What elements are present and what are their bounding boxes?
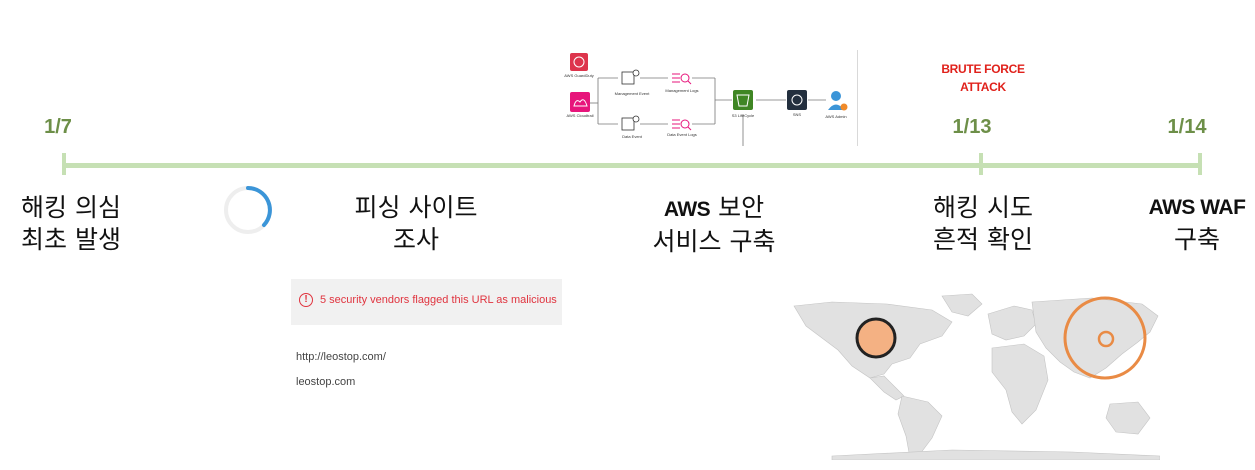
- europe-region: [987, 305, 1037, 341]
- scanned-domain: leostop.com: [296, 376, 356, 388]
- event-line: 서비스 구축: [652, 227, 776, 256]
- date-label: 1/14: [1167, 116, 1207, 138]
- virustotal-alert-box: [291, 279, 562, 325]
- admin-user-icon: [828, 91, 848, 111]
- node-label: Data Event Logs: [667, 132, 697, 137]
- event-line: 구축: [1173, 225, 1221, 254]
- exclamation-icon: !: [299, 293, 313, 307]
- node-label: Data Event: [622, 134, 643, 139]
- us-origin-marker: [855, 317, 897, 359]
- antarctica-region: [831, 449, 1160, 460]
- node-label: Management Event: [615, 91, 651, 96]
- node-label: AWS Admin: [825, 114, 846, 119]
- china-attack-marker: [1097, 330, 1115, 348]
- event-line: 최초 발생: [21, 225, 121, 254]
- timeline-tick-1-7: [62, 153, 66, 175]
- event-aws-security: AWS 보안 서비스 구축: [653, 192, 776, 258]
- date-label: 1/13: [952, 116, 992, 138]
- annotation-line: ATTACK: [960, 80, 1006, 94]
- central-america-region: [869, 375, 905, 401]
- timeline-line: [63, 163, 1201, 168]
- event-line: AWS WAF: [1148, 196, 1246, 219]
- annotation-line: BRUTE FORCE: [941, 62, 1025, 76]
- management-logs-icon: [672, 73, 692, 85]
- event-hacking-attempt: 해킹 시도 흔적 확인: [933, 192, 1033, 256]
- management-event-icon: [621, 69, 640, 85]
- event-aws-waf: AWS WAF 구축: [1149, 192, 1246, 256]
- timeline-tick-1-13: [979, 153, 983, 175]
- event-aws-word: AWS: [663, 198, 711, 221]
- node-label: AWS GuardDuty: [564, 73, 593, 78]
- scanned-url: http://leostop.com/: [296, 351, 386, 363]
- data-event-logs-icon: [672, 119, 692, 131]
- event-line: 해킹 시도: [933, 193, 1033, 222]
- australia-region: [1105, 401, 1151, 435]
- greenland-region: [941, 293, 983, 317]
- guardduty-icon: [570, 53, 588, 71]
- event-hacking-suspected: 해킹 의심 최초 발생: [21, 192, 121, 256]
- loading-spinner-icon: [224, 186, 272, 234]
- event-line: 조사: [392, 225, 440, 254]
- brute-force-annotation: BRUTE FORCE ATTACK: [941, 60, 1025, 96]
- timeline-tick-1-14: [1198, 153, 1202, 175]
- node-label: SNS: [793, 112, 802, 117]
- data-event-icon: [621, 115, 640, 131]
- event-line: 보안: [710, 193, 765, 222]
- separator: [857, 50, 858, 146]
- event-line: 해킹 의심: [21, 193, 121, 222]
- asia-region: [1031, 297, 1159, 379]
- world-map: [792, 292, 1160, 460]
- node-label: AWS Cloudtrail: [567, 113, 594, 118]
- s3-bucket-icon: [733, 90, 753, 110]
- asia-region-marker: [1063, 296, 1147, 380]
- date-label: 1/7: [44, 116, 72, 138]
- sns-icon: [787, 90, 807, 110]
- node-label: Management Logs: [665, 88, 698, 93]
- aws-architecture-diagram: AWS GuardDuty AWS Cloudtrail Management …: [564, 53, 848, 146]
- event-line: 흔적 확인: [933, 225, 1033, 254]
- africa-region: [991, 343, 1049, 425]
- event-phishing-investigation: 피싱 사이트 조사: [355, 192, 478, 256]
- event-line: 피싱 사이트: [354, 193, 478, 222]
- malicious-alert-text: 5 security vendors flagged this URL as m…: [320, 294, 557, 306]
- node-label: S3 LifeCycle: [732, 113, 755, 118]
